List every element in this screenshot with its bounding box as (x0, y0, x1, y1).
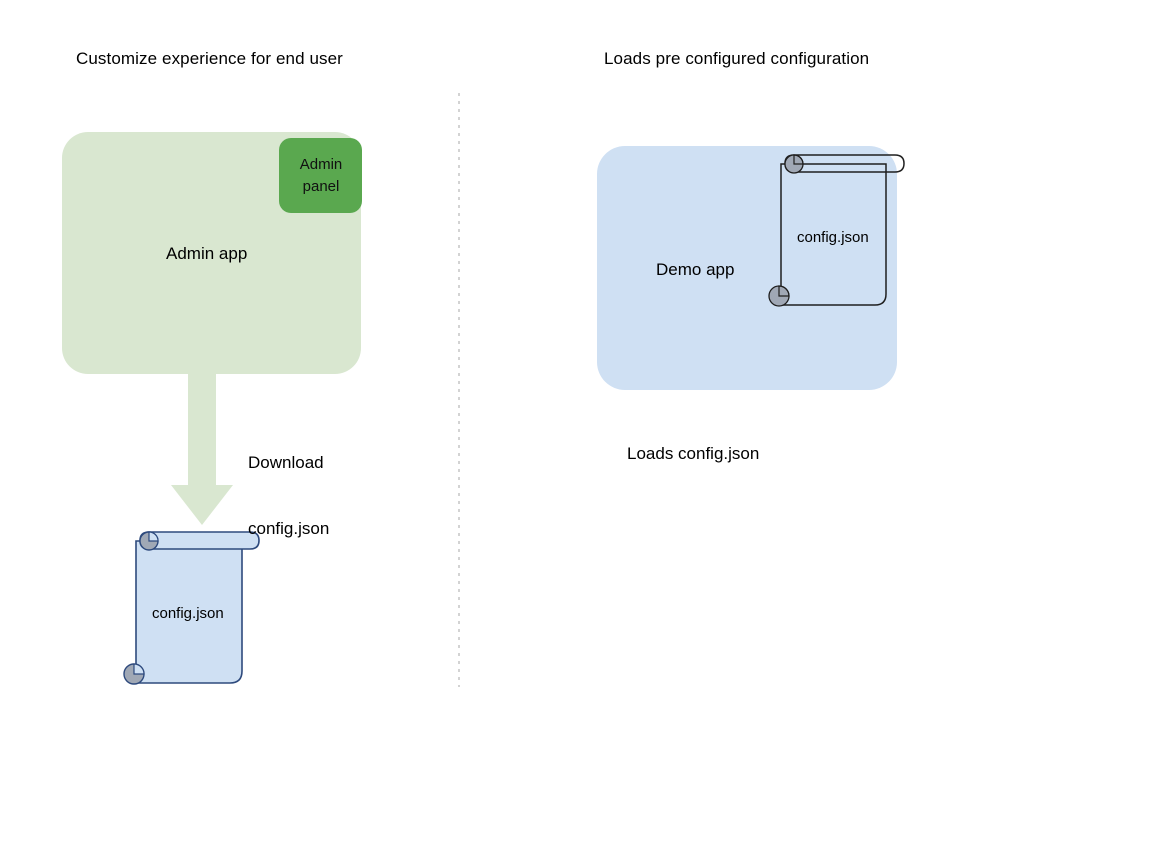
section-title-left: Customize experience for end user (76, 49, 343, 68)
right-document-label: config.json (797, 229, 869, 246)
left-document-bottom-curl-notch (133, 663, 145, 675)
admin-panel-label: Admin panel (280, 154, 362, 198)
right-document-bottom-curl-notch (778, 285, 790, 297)
demo-app-box[interactable] (597, 146, 897, 390)
admin-panel-label-line1: Admin (299, 156, 343, 173)
left-document-top-curl-notch (148, 531, 159, 542)
demo-app-label: Demo app (656, 260, 735, 279)
download-arrow-label: Download config.json (248, 408, 329, 584)
right-document-body[interactable] (780, 163, 887, 306)
download-arrow-label-line2: config.json (248, 519, 330, 538)
admin-panel-box[interactable] (279, 138, 362, 213)
loads-config-caption: Loads config.json (627, 444, 760, 463)
left-document-label: config.json (152, 605, 224, 622)
download-arrow-label-line1: Download (248, 453, 324, 472)
admin-app-label: Admin app (166, 244, 248, 263)
admin-panel-label-line2: panel (302, 178, 340, 195)
right-document-top-curl-notch (793, 154, 804, 165)
download-arrow (171, 374, 233, 525)
section-title-right: Loads pre configured configuration (604, 49, 870, 68)
left-document-body[interactable] (135, 540, 243, 684)
